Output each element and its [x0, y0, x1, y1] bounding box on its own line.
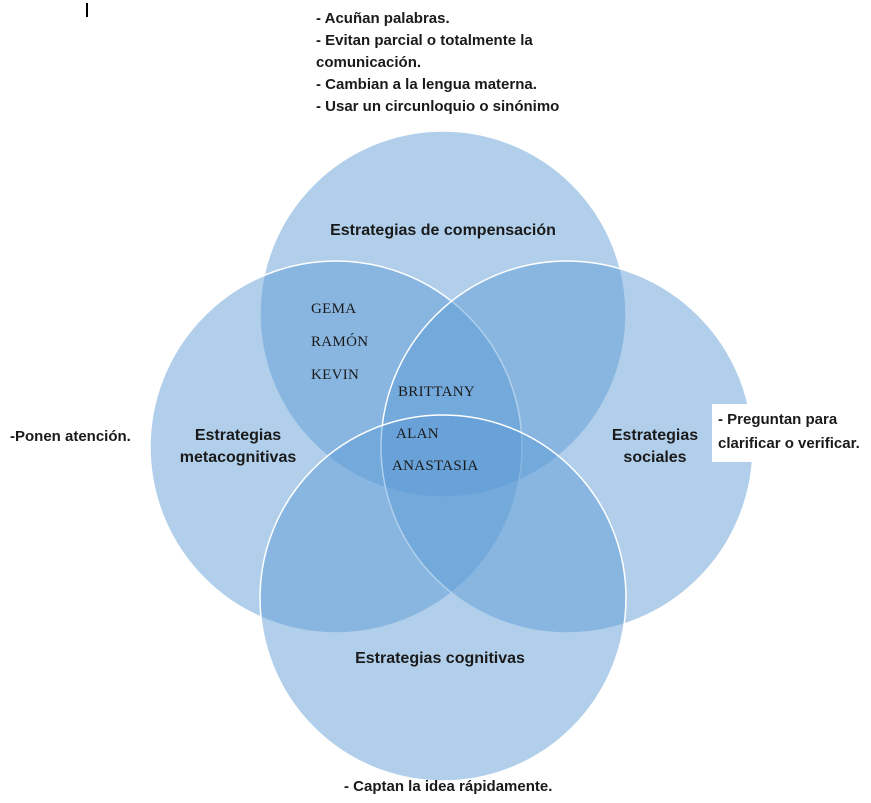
cognitivas-note: - Captan la idea rápidamente.	[344, 778, 553, 795]
student-name-anastasia: ANASTASIA	[392, 458, 479, 474]
note-line: - Evitan parcial o totalmente la	[316, 32, 533, 49]
note-line: - Cambian a la lengua materna.	[316, 76, 537, 93]
circle-cognitivas	[259, 414, 627, 782]
circle-metacognitivas	[149, 260, 523, 634]
note-line: - Acuñan palabras.	[316, 10, 450, 27]
student-name-alan: ALAN	[396, 426, 439, 442]
label-metacognitivas: Estrategias metacognitivas	[168, 425, 308, 469]
text-cursor	[86, 3, 88, 17]
label-line: metacognitivas	[179, 449, 297, 466]
label-line: sociales	[623, 449, 687, 466]
label-cognitivas: Estrategias cognitivas	[355, 650, 525, 667]
compensacion-notes: - Acuñan palabras. - Evitan parcial o to…	[316, 8, 559, 118]
student-name-brittany: BRITTANY	[398, 384, 476, 400]
sociales-note: - Preguntan para clarificar o verificar.	[712, 404, 871, 462]
student-name-kevin: KEVIN	[311, 367, 360, 383]
circle-compensacion	[259, 130, 627, 498]
label-line: Estrategias	[611, 427, 699, 444]
label-compensacion: Estrategias de compensación	[330, 222, 556, 239]
student-name-gema: GEMA	[311, 301, 357, 317]
label-line: Estrategias	[194, 427, 282, 444]
label-sociales: Estrategias sociales	[600, 425, 710, 469]
note-line: comunicación.	[316, 54, 422, 71]
metacognitivas-note: -Ponen atención.	[10, 428, 131, 445]
student-name-ramon: RAMÓN	[311, 334, 369, 350]
note-line: - Usar un circunloquio o sinónimo	[316, 98, 560, 115]
